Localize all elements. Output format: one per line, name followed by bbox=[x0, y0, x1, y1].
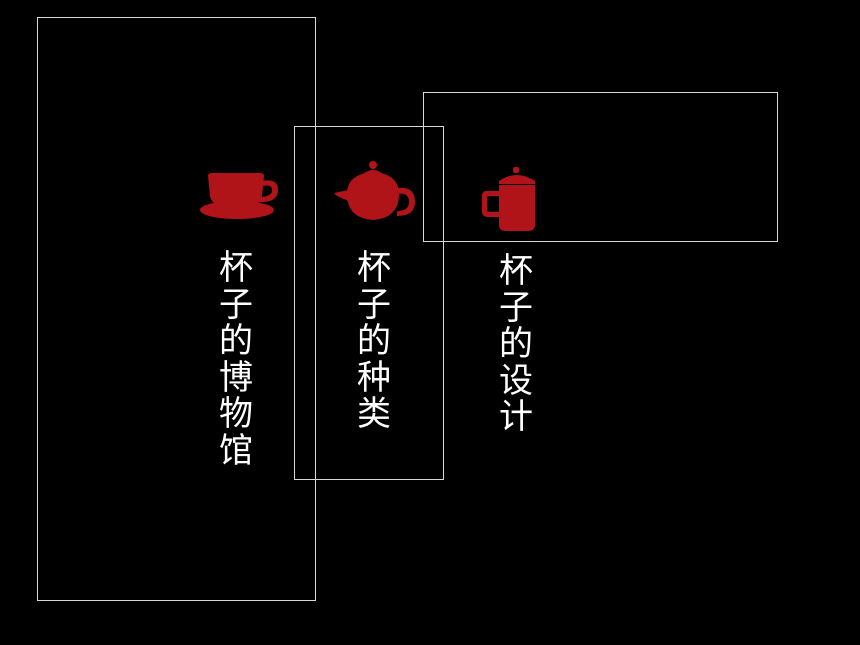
lidded-mug-icon[interactable] bbox=[478, 165, 542, 233]
frame-outline-left bbox=[37, 17, 316, 601]
cup-design-label[interactable]: 杯 子 的 设 计 bbox=[499, 251, 533, 437]
frame-outline-middle bbox=[294, 126, 444, 480]
cup-museum-label[interactable]: 杯 子 的 博 物 馆 bbox=[219, 248, 253, 471]
frame-outline-right bbox=[423, 92, 778, 242]
cup-types-label[interactable]: 杯 子 的 种 类 bbox=[357, 248, 391, 434]
teapot-icon[interactable] bbox=[333, 160, 419, 222]
teacup-icon[interactable] bbox=[198, 170, 282, 224]
